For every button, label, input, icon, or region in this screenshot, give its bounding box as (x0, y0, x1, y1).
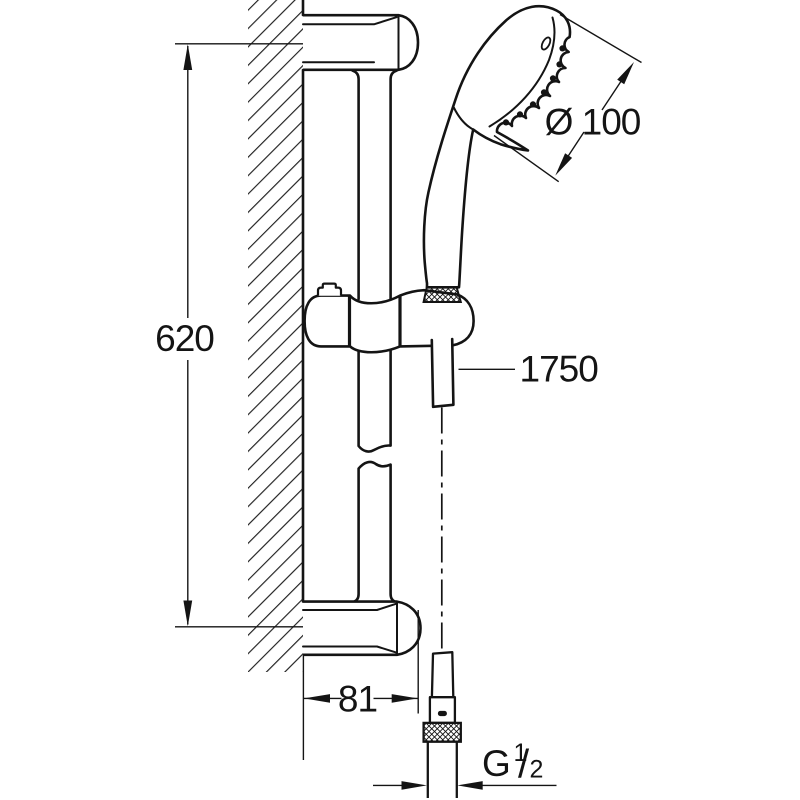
top-cap-outline (303, 13, 420, 72)
shower-holder (303, 282, 475, 354)
rail-tube-edge (351, 69, 360, 301)
arrow-up-icon (183, 44, 193, 70)
arrow-right-icon (401, 781, 427, 790)
wall-hatch (248, 0, 303, 672)
holder-release-button (316, 282, 343, 296)
callout-hose-length: 1750 (458, 349, 599, 390)
dimension-wall-offset: 81 (304, 610, 419, 720)
holder-body (303, 288, 475, 354)
arrow-left-icon (457, 781, 483, 790)
connector-upper-tube (430, 651, 455, 699)
rail-tube-lower-break (352, 460, 397, 603)
dimension-head-diameter: Ø 100 (493, 13, 642, 183)
spray-face-rim-line (488, 16, 556, 128)
knurled-nut (422, 721, 462, 743)
dimension-thread-size: G 1 / 2 (373, 739, 557, 790)
head-shoulder-contour (452, 106, 475, 131)
handle-knurled-cone-nut (422, 286, 463, 303)
dimension-rail-height: 620 (155, 43, 303, 628)
bottom-cap-outline (303, 600, 422, 657)
hand-shower (422, 4, 572, 303)
arrow-left-icon (304, 694, 330, 703)
bottom-cap-inner-line (302, 645, 397, 654)
hose-fill (431, 339, 454, 407)
hand-shower-silhouette (422, 4, 572, 289)
dimension-line-lower (565, 131, 585, 161)
spray-nozzle-dots (502, 45, 566, 126)
connector-body (428, 696, 457, 725)
rail-bottom-mount (302, 600, 422, 657)
bottom-cap-inner-line (302, 602, 397, 611)
arrow-right-icon (391, 694, 418, 703)
wall-offset-label: 81 (338, 679, 377, 720)
rail-height-label: 620 (155, 318, 214, 359)
rail-top-mount (302, 13, 420, 72)
wall-section (248, 0, 305, 760)
extension-line-bottom (493, 134, 560, 183)
top-cap-inner-line (302, 16, 398, 26)
hose-length-label: 1750 (520, 349, 599, 390)
connector-slot (437, 710, 447, 717)
extension-line-top (559, 13, 642, 64)
hose-outline (430, 337, 455, 409)
arrow-down-left-icon (555, 153, 573, 176)
hose-lower-tube (426, 740, 458, 798)
arrow-up-right-icon (617, 62, 634, 85)
rail-tube-edge (389, 69, 399, 301)
shower-hose-upper (430, 337, 455, 653)
thread-size-label: G 1 / 2 (482, 739, 543, 787)
arrow-down-icon (183, 600, 193, 627)
face-logo-oval (540, 36, 552, 51)
hose-end-connector (422, 651, 462, 798)
rail-tube-upper-break (357, 342, 392, 453)
dimension-line-upper (601, 81, 622, 111)
head-diameter-label: Ø 100 (545, 102, 641, 143)
